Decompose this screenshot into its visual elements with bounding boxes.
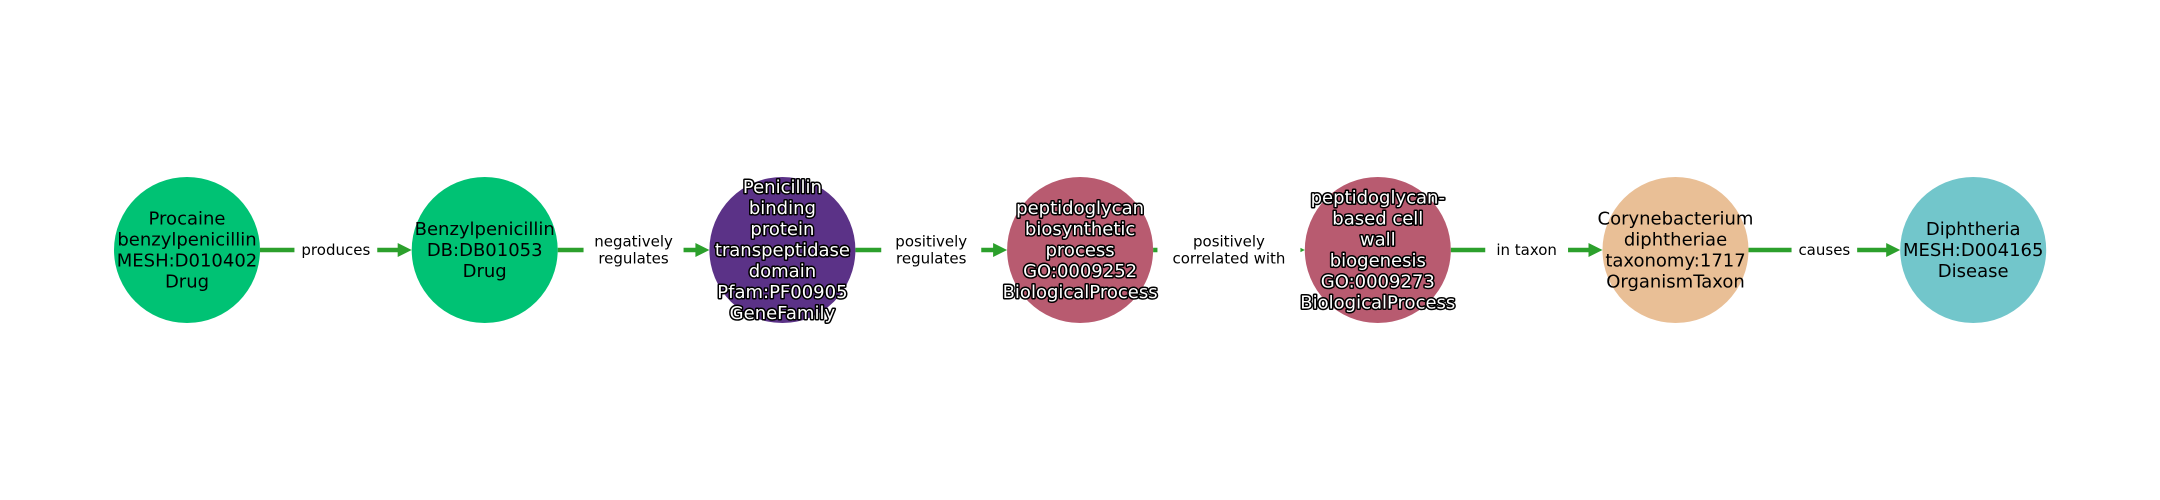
edge: in taxon (1450, 239, 1603, 261)
node-label: binding (749, 198, 816, 219)
edge-label-background (1485, 239, 1569, 261)
node-circle[interactable] (411, 177, 558, 323)
edge-label-background (1791, 239, 1858, 261)
edge-label: negatively (594, 233, 673, 251)
node-label: diphtheriae (1624, 230, 1727, 251)
edge-label-background (583, 231, 684, 269)
arrowhead-icon (695, 243, 710, 257)
node-label: taxonomy:1717 (1605, 251, 1745, 272)
node-label: GeneFamily (730, 303, 836, 324)
node-circle[interactable] (1304, 177, 1451, 323)
node-label: based cell (1332, 209, 1423, 230)
node[interactable]: Penicillinbindingproteintranspeptidasedo… (709, 176, 856, 326)
edge-label: regulates (598, 250, 669, 268)
node-circle[interactable] (1007, 177, 1154, 323)
edge-label-background (1157, 231, 1301, 269)
node-label: BiologicalProcess (1003, 282, 1158, 303)
node-label: Penicillin (743, 177, 822, 198)
edge-label: positively (1193, 233, 1265, 251)
node-label: peptidoglycan (1016, 198, 1144, 219)
node-label: biosynthetic (1025, 219, 1135, 240)
node-label: Benzylpenicillin (415, 219, 555, 240)
node-label: DB:DB01053 (427, 240, 543, 261)
node-circle[interactable] (1900, 177, 2047, 323)
node-label: Drug (165, 272, 209, 293)
node-label: wall (1360, 230, 1396, 251)
nodes-layer: ProcainebenzylpenicillinMESH:D010402Drug… (114, 176, 2047, 326)
edge-label: positively (895, 233, 967, 251)
node-label: Pfam:PF00905 (717, 282, 847, 303)
node-circle[interactable] (709, 177, 856, 323)
node-circle[interactable] (1602, 177, 1749, 323)
edge-label: in taxon (1496, 241, 1557, 259)
arrowhead-icon (1886, 243, 1901, 257)
edge-label-background (881, 231, 982, 269)
node-label: MESH:D004165 (1903, 240, 2044, 261)
node-label: BiologicalProcess (1300, 293, 1455, 314)
node[interactable]: peptidoglycanbiosyntheticprocessGO:00092… (1001, 177, 1159, 323)
node-label: MESH:D010402 (117, 251, 258, 272)
node-label: Corynebacterium (1598, 209, 1754, 230)
node-circle[interactable] (114, 177, 260, 323)
arrowhead-icon (1588, 243, 1603, 257)
node-label: Drug (463, 261, 507, 282)
arrowhead-icon (397, 243, 412, 257)
node-label: Disease (1938, 261, 2009, 282)
node-label: OrganismTaxon (1606, 272, 1745, 293)
node-label: Diphtheria (1926, 219, 2021, 240)
node-label: protein (750, 219, 814, 240)
node-label: peptidoglycan- (1311, 188, 1445, 209)
node[interactable]: peptidoglycan-based cellwallbiogenesisGO… (1299, 177, 1457, 323)
edge-label: produces (301, 241, 370, 259)
node[interactable]: Corynebacteriumdiphtheriaetaxonomy:1717O… (1598, 177, 1754, 323)
node-label: domain (749, 261, 816, 282)
node-label: biogenesis (1330, 251, 1426, 272)
edge: causes (1748, 239, 1901, 261)
edge: produces (260, 239, 412, 261)
edge-label-background (294, 239, 378, 261)
edge-label: causes (1798, 241, 1850, 259)
node-label: benzylpenicillin (117, 230, 256, 251)
node-label: transpeptidase (715, 240, 850, 261)
edge-label: regulates (896, 250, 967, 268)
edge-label: correlated with (1172, 250, 1285, 268)
node-label: Procaine (149, 209, 226, 230)
node-label: process (1046, 240, 1115, 261)
arrowhead-icon (993, 243, 1008, 257)
node-label: GO:0009273 (1321, 272, 1435, 293)
node-label: GO:0009252 (1023, 261, 1137, 282)
